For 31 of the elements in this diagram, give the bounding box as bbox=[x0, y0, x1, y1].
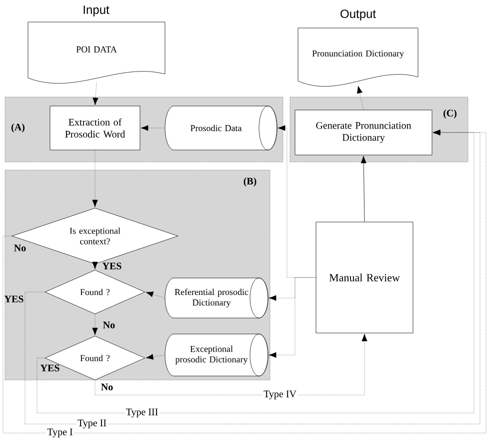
arrow bbox=[92, 314, 98, 336]
section-label: (A) bbox=[12, 123, 24, 133]
process-box: Extraction of Prosodic Word bbox=[50, 106, 140, 150]
heading: Output bbox=[340, 10, 376, 20]
edge-label: Type III bbox=[124, 408, 160, 418]
arrow bbox=[146, 292, 165, 298]
arrow bbox=[360, 156, 366, 222]
section-label: (C) bbox=[444, 109, 456, 119]
edge-label: Type I bbox=[46, 428, 74, 438]
branch-label: No bbox=[14, 244, 26, 252]
process-box: Manual Review bbox=[316, 222, 414, 334]
database-cylinder: Prosodic Data bbox=[164, 106, 278, 150]
arrow bbox=[94, 334, 368, 396]
arrow bbox=[268, 277, 316, 358]
process-box: Generate Pronunciation Dictionary bbox=[294, 110, 432, 156]
arrow bbox=[92, 82, 98, 106]
branch-label: No bbox=[101, 384, 113, 390]
branch-label: YES bbox=[4, 296, 24, 302]
edge-label: No bbox=[102, 320, 116, 330]
arrow bbox=[140, 125, 165, 131]
arrow bbox=[92, 262, 98, 270]
edge-label: YES bbox=[101, 262, 123, 270]
edge-label: Type II bbox=[76, 418, 108, 430]
database-cylinder: Referential prosodic Dictionary bbox=[164, 278, 268, 318]
arrow bbox=[146, 354, 165, 360]
section-label: (B) bbox=[244, 177, 256, 187]
heading: Input bbox=[84, 6, 110, 16]
arrow bbox=[356, 86, 364, 110]
edge-label: Type IV bbox=[262, 390, 298, 400]
arrow bbox=[92, 150, 98, 208]
database-cylinder: Exceptional prosodic Dictionary bbox=[164, 334, 268, 376]
